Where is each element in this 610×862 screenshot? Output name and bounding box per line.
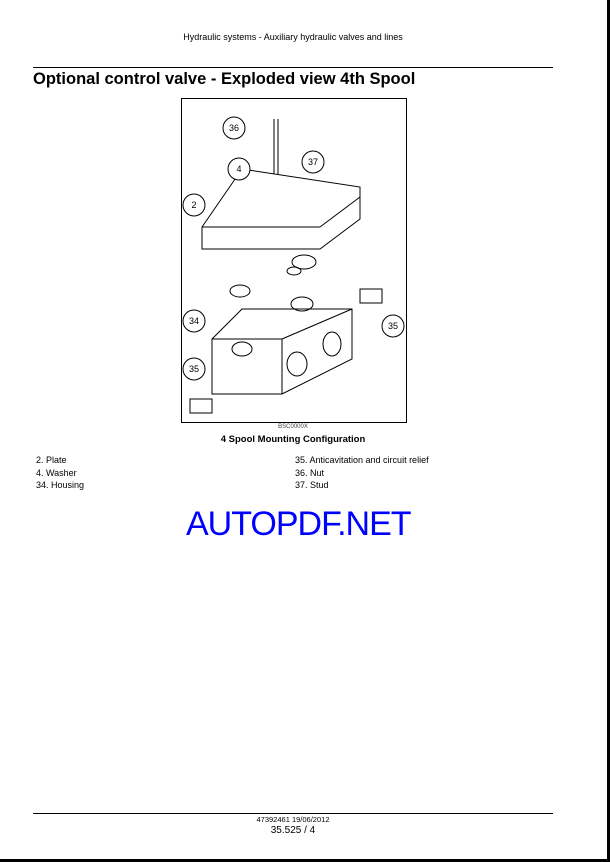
legend-item: 4. Washer [36, 467, 77, 478]
callout-2: 2 [191, 200, 196, 210]
legend-item: 34. Housing [36, 480, 85, 490]
callout-35b: 35 [189, 364, 199, 374]
legend-item: 37. Stud [295, 480, 329, 490]
page-title: Optional control valve - Exploded view 4… [33, 70, 416, 88]
callout-4: 4 [236, 164, 241, 174]
legend-item: 36. Nut [295, 467, 325, 478]
header-rule [33, 67, 553, 68]
legend-item: 2. Plate [36, 455, 67, 465]
figure-code: BSC0000X [278, 424, 308, 430]
callout-37: 37 [308, 157, 318, 167]
legend-item: 35. Anticavitation and circuit relief [295, 455, 429, 465]
callout-36: 36 [229, 123, 239, 133]
footer-page-number: 35.525 / 4 [270, 825, 316, 836]
legend-left: 2. Plate 4. Washer 34. Housing [36, 454, 84, 492]
watermark: AUTOPDF.NET [186, 505, 412, 543]
footer-doc-info: 47392461 19/06/2012 [256, 815, 330, 824]
figure-caption: 4 Spool Mounting Configuration [220, 434, 366, 445]
callout-35: 35 [388, 321, 398, 331]
exploded-view-figure: 36 37 4 2 34 35 35 [181, 98, 407, 423]
legend-right: 35. Anticavitation and circuit relief 36… [295, 454, 429, 492]
callout-34: 34 [189, 316, 199, 326]
footer-rule [33, 813, 553, 814]
running-header: Hydraulic systems - Auxiliary hydraulic … [183, 32, 403, 42]
